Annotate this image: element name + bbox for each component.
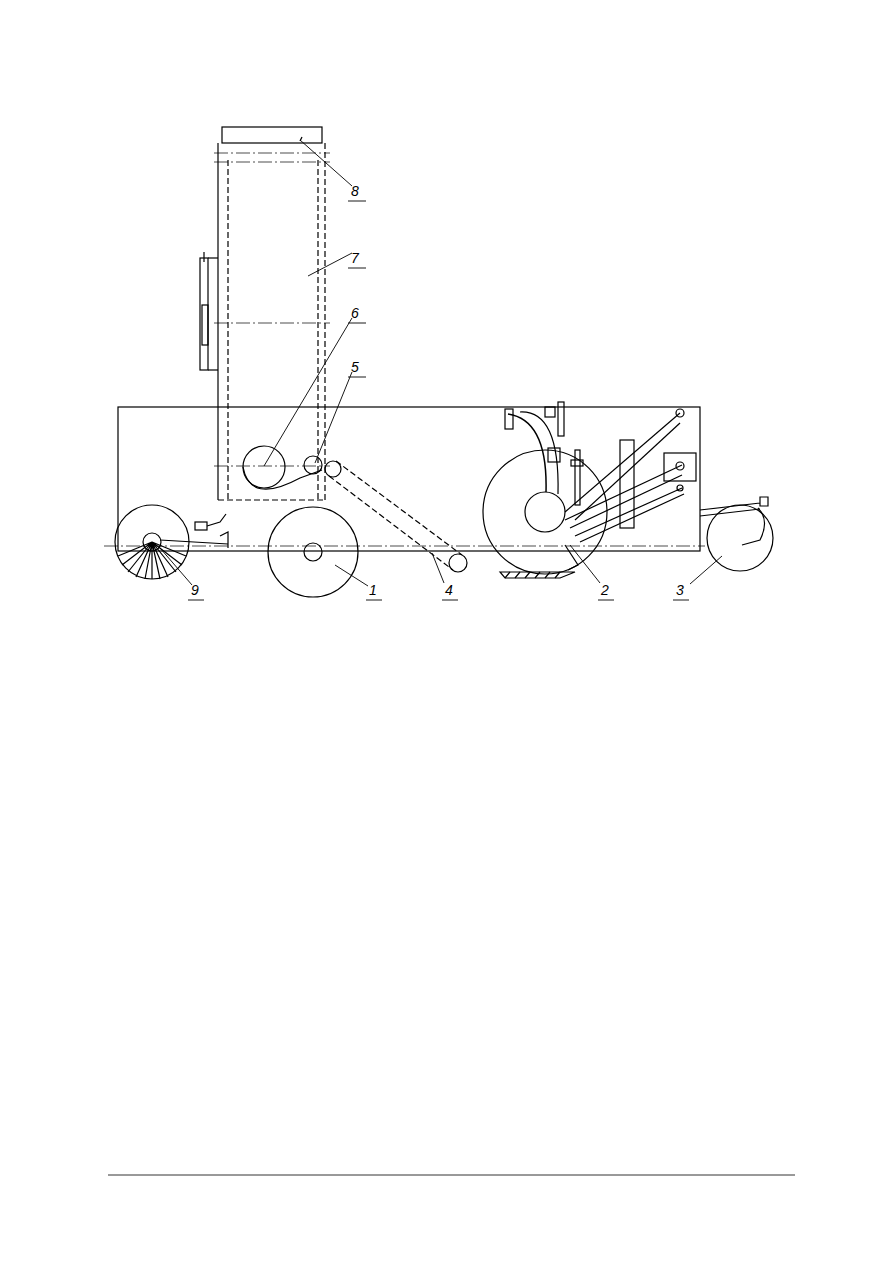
callout-number: 1 [368, 582, 378, 598]
drive-wheel [268, 507, 358, 597]
callout-number: 4 [444, 582, 454, 598]
guide-wheel [700, 497, 773, 571]
callout-number: 7 [350, 250, 360, 266]
conveyor [329, 461, 467, 572]
hopper-cylinder [200, 252, 218, 370]
brush [115, 505, 228, 579]
hopper [214, 127, 330, 500]
main-frame [104, 407, 705, 551]
callout-number: 8 [350, 183, 360, 199]
page-rule [108, 1175, 795, 1176]
callout-number: 9 [190, 582, 200, 598]
disc-coulter [483, 402, 696, 578]
leader-lines [160, 140, 722, 600]
callout-number: 3 [675, 582, 685, 598]
callout-number: 5 [350, 359, 360, 375]
rollers [243, 446, 341, 489]
callout-number: 6 [350, 305, 360, 321]
callout-number: 2 [600, 582, 610, 598]
